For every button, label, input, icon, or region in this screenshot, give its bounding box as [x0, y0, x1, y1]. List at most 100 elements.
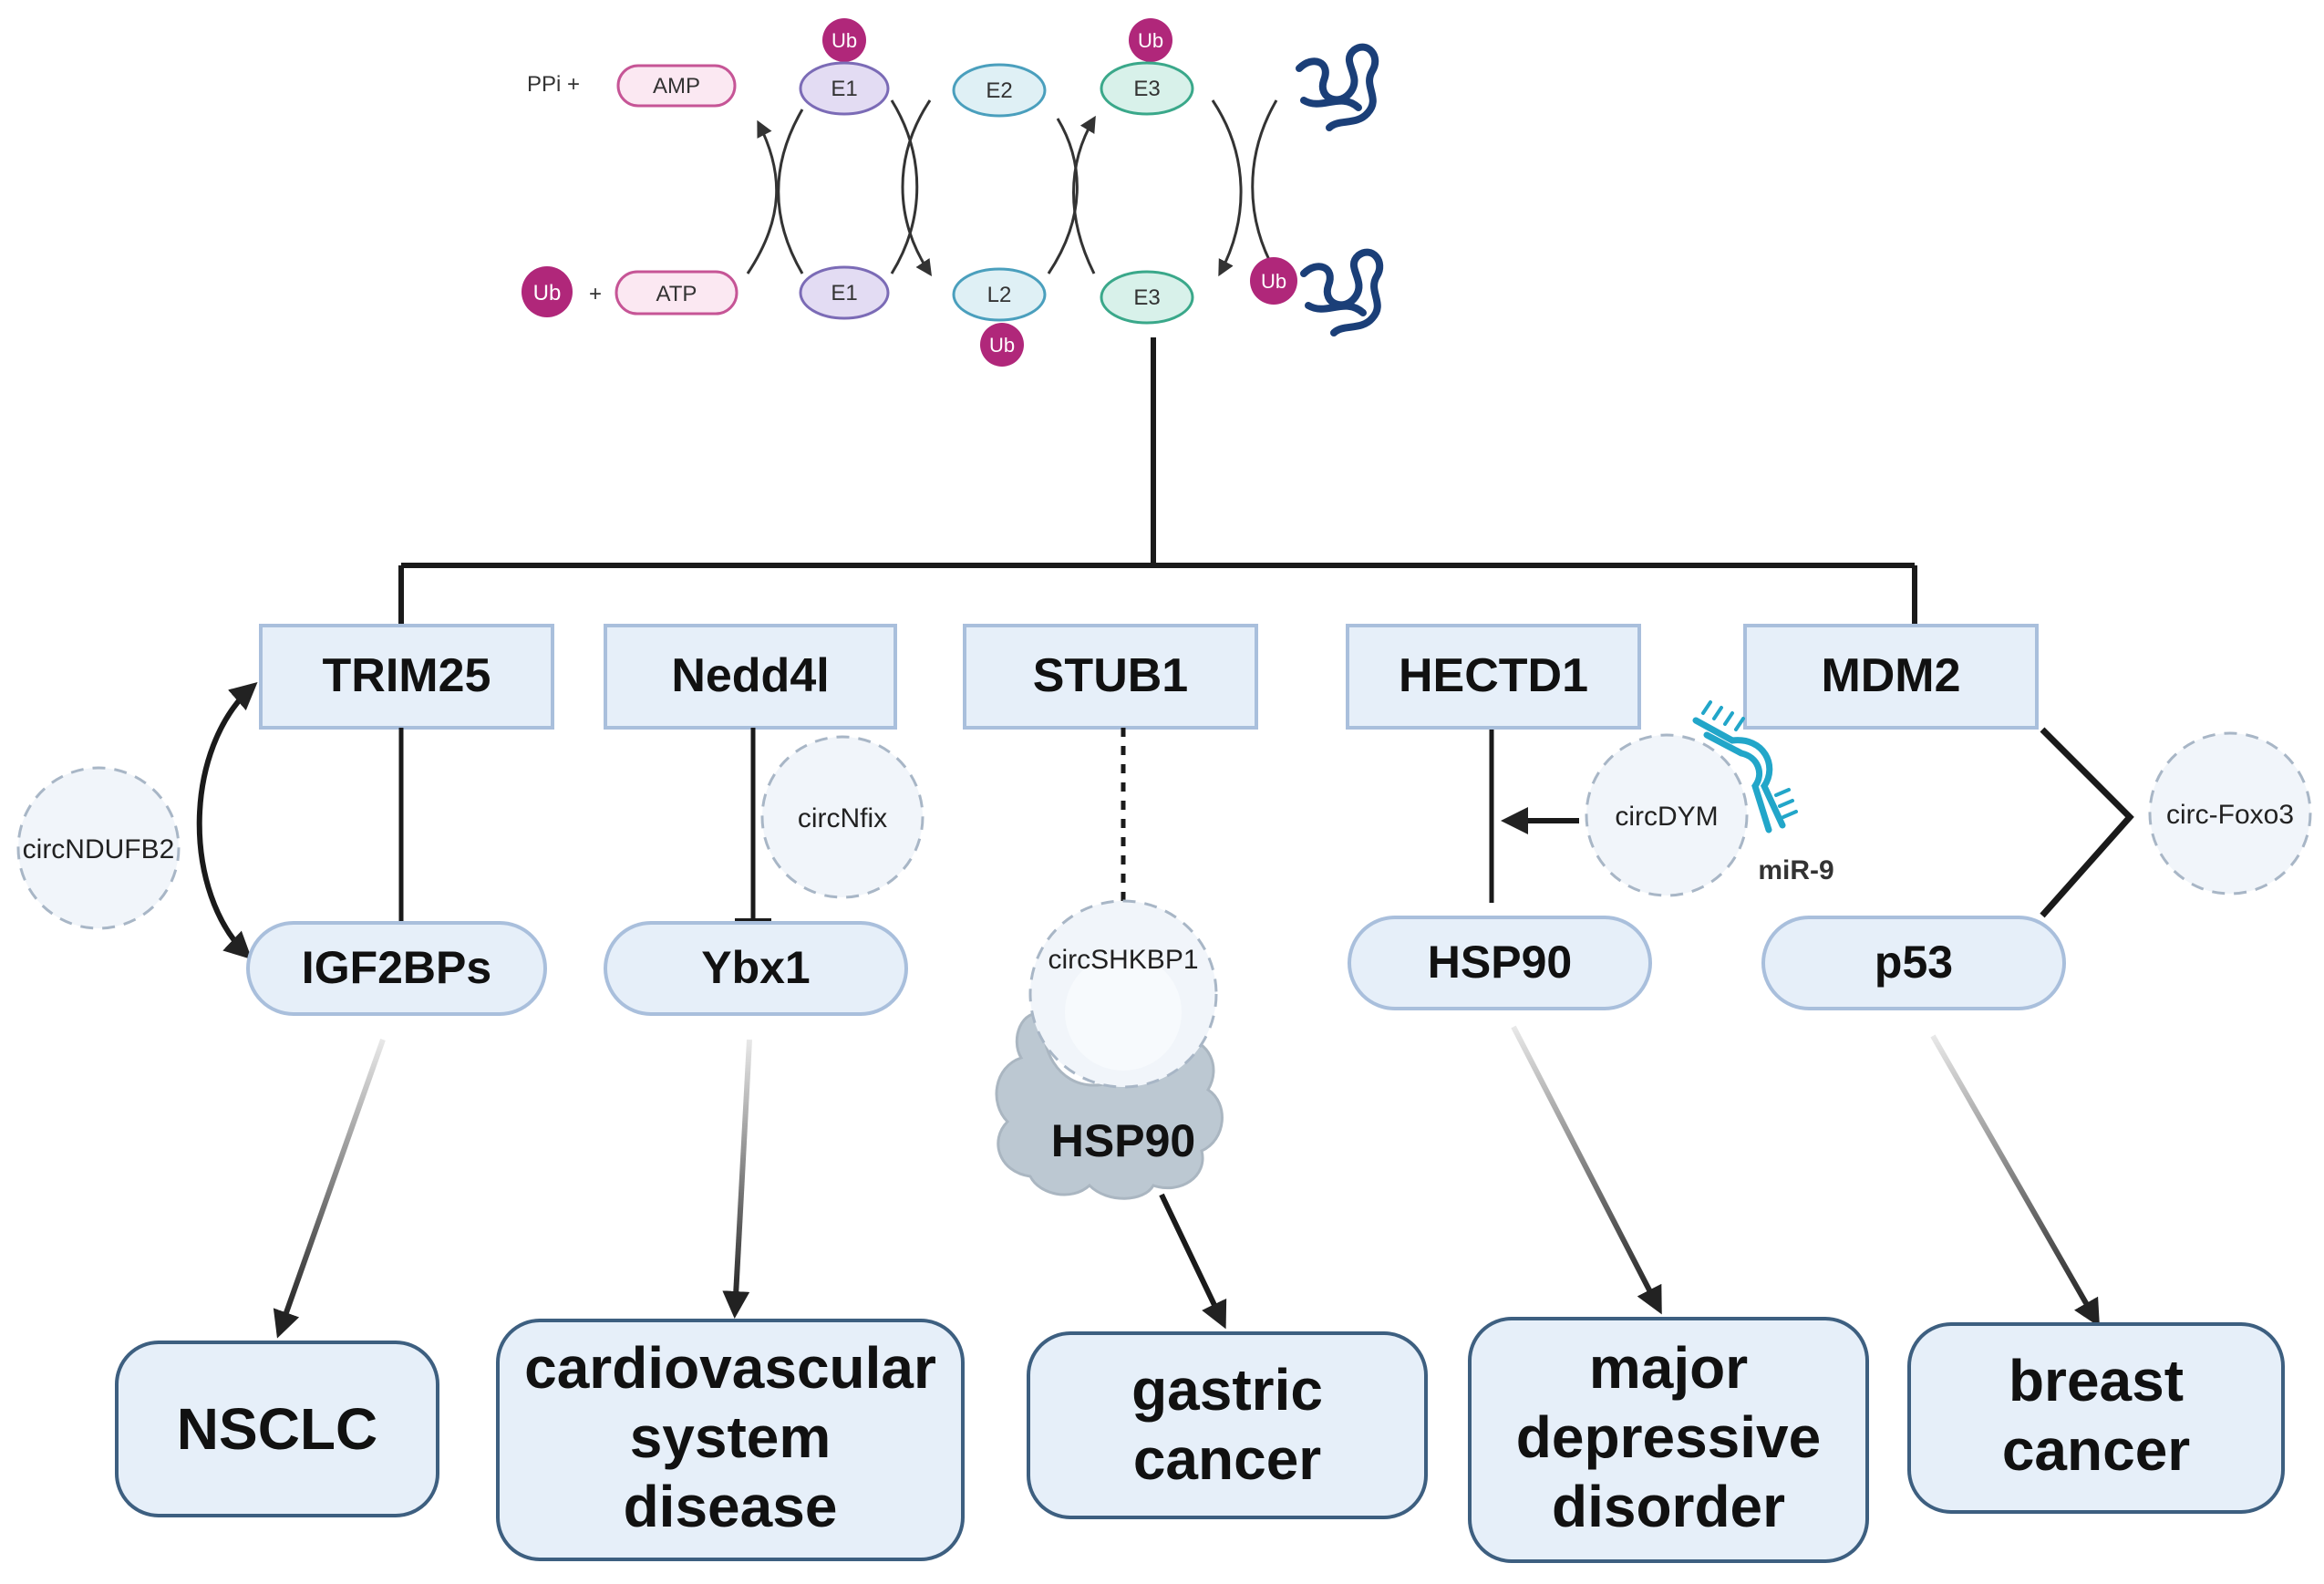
ligase-box-nedd4l: Nedd4l: [604, 624, 897, 730]
arrow-to-e3: [1072, 115, 1096, 274]
hsp90-cloud-label: HSP90: [1051, 1115, 1195, 1166]
cycle-arrows: [746, 99, 1278, 277]
circrna-circles: circNDUFB2 circNfix circDYM circ-Foxo3: [16, 731, 2312, 930]
arrow-substrate-down: [1251, 99, 1278, 274]
arrow-to-mdd: [1511, 1025, 1662, 1315]
disease-box-mdd: major depressive disorder: [1468, 1317, 1869, 1563]
stub1-complex: circSHKBP1 HSP90: [995, 899, 1224, 1200]
ub-label: Ub: [989, 334, 1015, 357]
amp-label: AMP: [653, 74, 700, 98]
disease-row: NSCLC cardiovascular system disease gast…: [115, 1317, 2285, 1563]
circndufb2-circle: circNDUFB2: [16, 766, 181, 930]
ubiquitinated-protein-icon: [1300, 248, 1384, 336]
arrow-e2-down: [890, 99, 919, 274]
circ-foxo3-circle: circ-Foxo3: [2148, 731, 2312, 896]
mir-9-label: miR-9: [1758, 855, 1833, 885]
target-label: HSP90: [1428, 937, 1572, 988]
ligase-label: TRIM25: [323, 649, 491, 702]
target-row: IGF2BPs Ybx1 HSP90 p53: [246, 916, 2066, 1016]
amp-pill: AMP: [616, 64, 737, 108]
ub-label: Ub: [533, 281, 562, 305]
ub-badge-l2: Ub: [980, 323, 1024, 367]
disease-label-line1: cardiovascular: [524, 1335, 936, 1401]
e2-top-label: E2: [986, 78, 1012, 103]
ligase-target-links: [398, 727, 2134, 924]
e3-bottom-node: E3: [1100, 270, 1194, 325]
ub-badge-left: Ub: [522, 266, 573, 317]
e1-top-label: E1: [831, 77, 857, 101]
ligase-label: HECTD1: [1399, 649, 1588, 702]
e1-top-node: E1: [799, 61, 890, 116]
e3-top-label: E3: [1133, 77, 1160, 101]
e3-top-node: E3: [1100, 61, 1194, 116]
ligase-label: MDM2: [1821, 649, 1960, 702]
e2-top-node: E2: [952, 63, 1047, 118]
ligase-label: Nedd4l: [671, 649, 829, 702]
disease-label-line2: depressive: [1516, 1404, 1821, 1470]
target-label: IGF2BPs: [302, 942, 491, 993]
disease-box-nsclc: NSCLC: [115, 1341, 439, 1517]
protein-substrate-icon: [1296, 43, 1379, 131]
mirna-hairpin-icon: [1692, 700, 1798, 833]
arrow-to-breast: [1930, 1034, 2100, 1328]
circshkbp1-label: circSHKBP1: [1048, 945, 1198, 975]
disease-label-line3: disorder: [1552, 1474, 1785, 1539]
circdym-label: circDYM: [1615, 802, 1718, 832]
circndufb2-double-arrow: [196, 682, 258, 960]
target-label: p53: [1875, 937, 1953, 988]
circnfix-circle: circNfix: [760, 735, 924, 899]
ligase-label: STUB1: [1033, 649, 1188, 702]
circndufb2-label: circNDUFB2: [23, 834, 175, 864]
e1-bottom-node: E1: [799, 265, 890, 320]
arrow-atp-to-e1: [746, 119, 779, 274]
mdm2-p53-bracket: [2040, 727, 2134, 918]
ub-label: Ub: [831, 29, 857, 52]
disease-arrows: [273, 1025, 2100, 1339]
target-pill-hsp90: HSP90: [1348, 916, 1652, 1010]
disease-label-line2: system: [630, 1404, 831, 1470]
ub-badge-e3-top: Ub: [1129, 18, 1172, 62]
l2-bottom-label: L2: [987, 283, 1012, 307]
ub-label: Ub: [1261, 270, 1286, 293]
atp-pill: ATP: [615, 270, 739, 316]
target-pill-ybx1: Ybx1: [604, 921, 908, 1016]
disease-label-line1: major: [1589, 1335, 1748, 1401]
arrow-e3-to-substrate: [1211, 99, 1243, 277]
disease-label-line2: cancer: [2002, 1417, 2190, 1483]
arrow-l2-up: [1047, 118, 1079, 274]
circdym-circle: circDYM: [1585, 733, 1749, 897]
ligase-box-hectd1: HECTD1: [1346, 624, 1641, 730]
e1-bottom-label: E1: [831, 281, 857, 305]
disease-label: NSCLC: [177, 1396, 377, 1462]
e3-bottom-label: E3: [1133, 285, 1160, 310]
tree-connector: [398, 337, 1917, 626]
plus-label: +: [589, 282, 602, 306]
ligase-box-mdm2: MDM2: [1743, 624, 2039, 730]
arrow-to-cardiovascular: [722, 1039, 752, 1319]
target-pill-igf2bps: IGF2BPs: [246, 921, 547, 1016]
circnfix-label: circNfix: [798, 803, 887, 833]
ligase-box-stub1: STUB1: [963, 624, 1258, 730]
atp-label: ATP: [656, 282, 697, 306]
arrow-e1-to-l2: [901, 99, 932, 276]
ub-badge-substrate: Ub: [1250, 257, 1297, 305]
target-label: Ybx1: [701, 942, 811, 993]
disease-box-gastric-cancer: gastric cancer: [1027, 1331, 1428, 1519]
disease-box-cardiovascular: cardiovascular system disease: [496, 1319, 965, 1561]
ub-label: Ub: [1138, 29, 1163, 52]
ppi-label: PPi +: [527, 72, 580, 97]
e3-ligase-row: TRIM25 Nedd4l STUB1 HECTD1 MDM2: [259, 624, 2039, 730]
target-pill-p53: p53: [1761, 916, 2066, 1010]
disease-label-line1: breast: [2009, 1348, 2184, 1413]
arrow-to-gastric: [1159, 1193, 1227, 1330]
arrow-e1-up: [777, 109, 804, 274]
ligase-box-trim25: TRIM25: [259, 624, 554, 730]
disease-label-line2: cancer: [1133, 1426, 1321, 1492]
disease-label-line1: gastric: [1131, 1357, 1323, 1423]
arrow-to-nsclc: [273, 1038, 386, 1339]
disease-box-breast-cancer: breast cancer: [1907, 1322, 2285, 1514]
l2-bottom-node: L2: [952, 267, 1047, 322]
ub-badge-e1-top: Ub: [822, 18, 866, 62]
